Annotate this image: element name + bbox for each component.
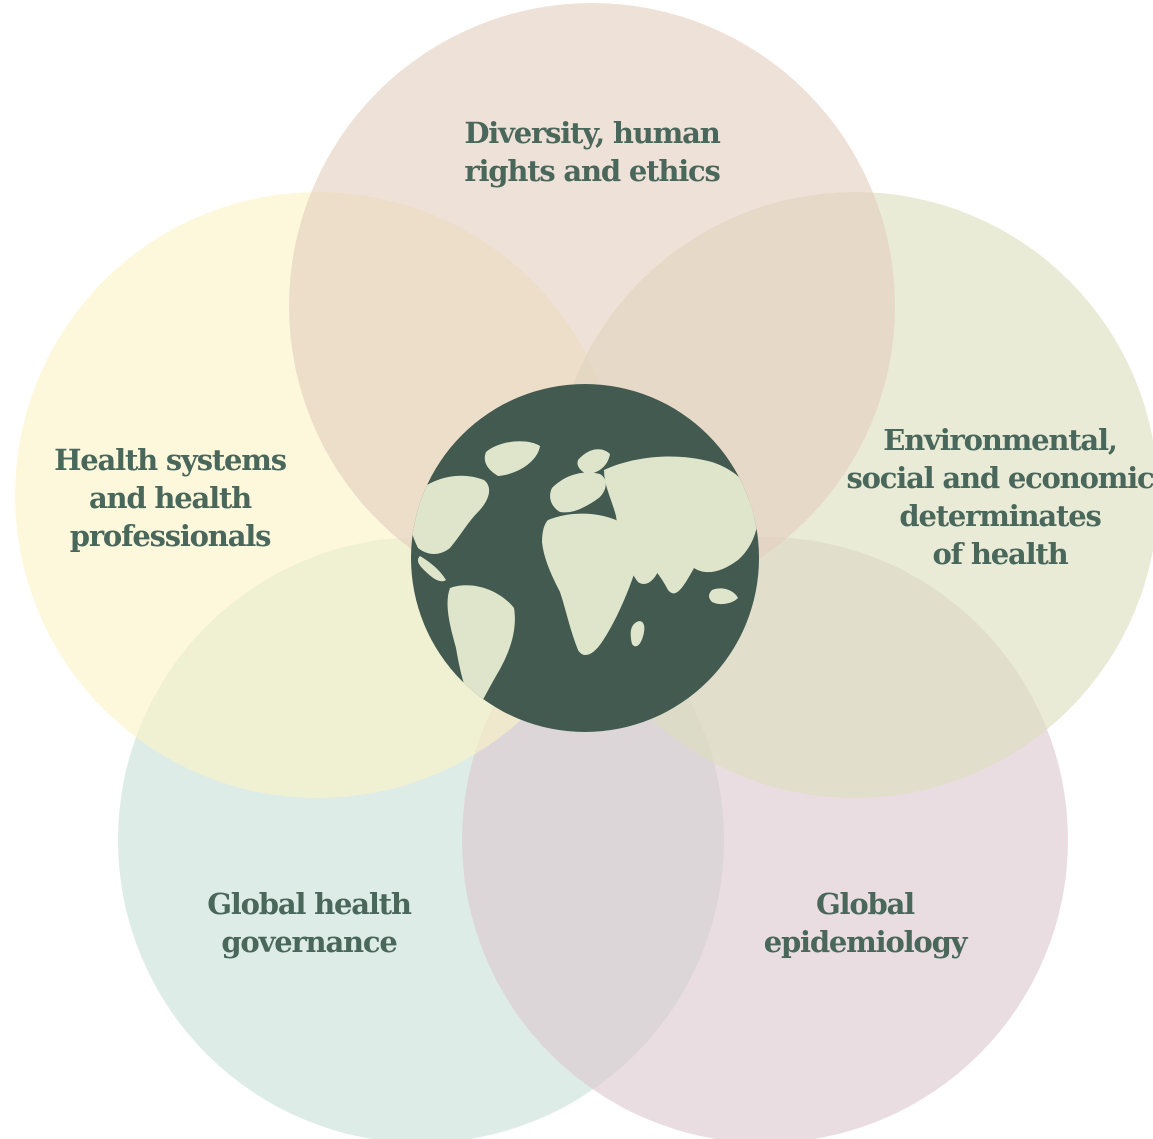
label-line: determinates	[899, 499, 1101, 533]
label-line: Global	[816, 887, 915, 921]
label-health-systems: Health systems and health professionals	[54, 443, 287, 553]
label-line: social and economic	[847, 461, 1153, 495]
label-line: Global health	[207, 887, 412, 921]
label-line: rights and ethics	[464, 154, 720, 188]
circle-diversity	[289, 3, 895, 609]
label-layer: Diversity, human rights and ethics Health…	[54, 116, 1153, 959]
label-diversity: Diversity, human rights and ethics	[464, 116, 720, 188]
label-environmental: Environmental, social and economic determi…	[847, 423, 1153, 571]
label-line: professionals	[70, 519, 271, 553]
label-global-epidemiology: Global epidemiology	[764, 887, 969, 959]
label-line: governance	[221, 925, 397, 959]
label-global-health-governance: Global health governance	[207, 887, 412, 959]
label-line: Diversity, human	[464, 116, 720, 150]
globe-icon	[411, 384, 759, 732]
label-line: Environmental,	[883, 423, 1116, 457]
label-line: epidemiology	[764, 925, 969, 959]
label-line: of health	[933, 537, 1069, 571]
label-line: and health	[89, 481, 252, 515]
label-line: Health systems	[54, 443, 287, 477]
